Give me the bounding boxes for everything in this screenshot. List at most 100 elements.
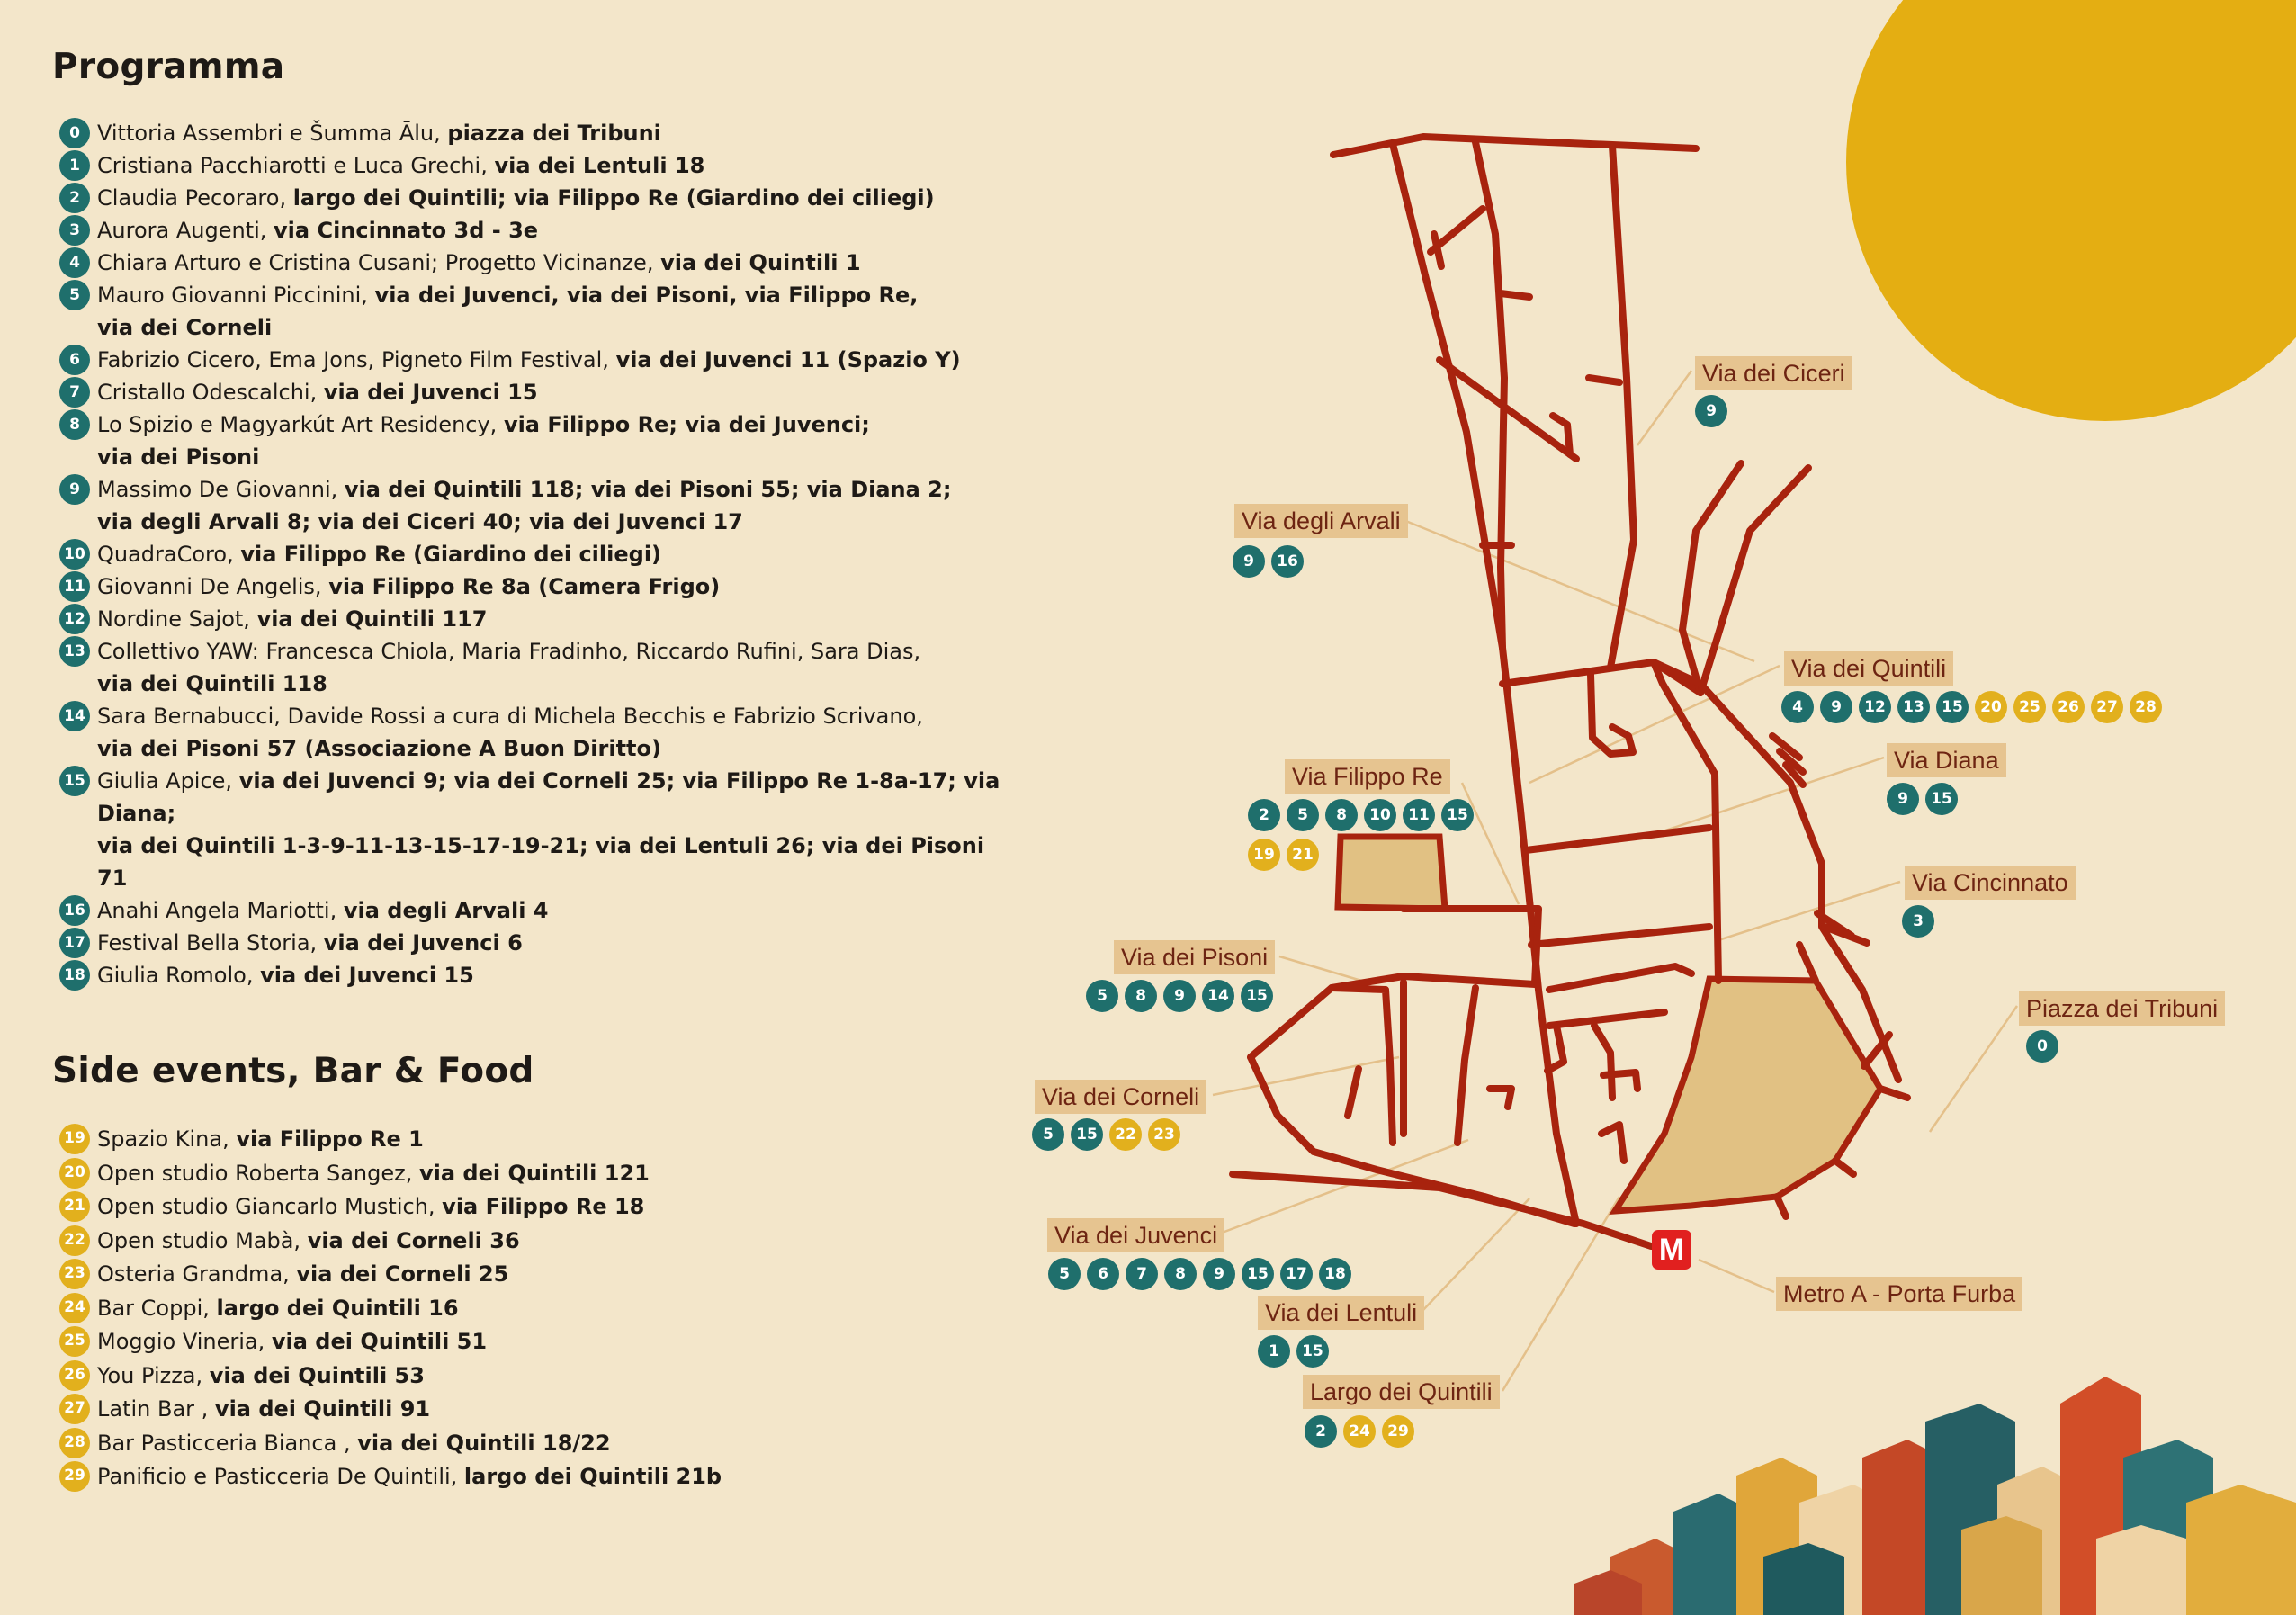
artist-name: QuadraCoro,: [97, 542, 241, 567]
location-number-badge: 26: [2052, 691, 2085, 723]
artist-name: Claudia Pecoraro,: [97, 185, 293, 211]
programma-item: 13 Collettivo YAW: Francesca Chiola, Mari…: [59, 635, 1013, 700]
programma-item-text: Anahi Angela Mariotti, via degli Arvali …: [97, 894, 1013, 927]
street-label: Via Filippo Re: [1285, 759, 1450, 794]
leader-line: [1698, 1258, 1775, 1294]
sun-illustration: [1846, 0, 2296, 421]
location-number-badge: 28: [2130, 691, 2162, 723]
programma-item-text: Festival Bella Storia, via dei Juvenci 6: [97, 927, 1013, 959]
number-badge: 28: [59, 1427, 90, 1458]
number-badge: 19: [59, 1124, 90, 1154]
location-number-badge: 24: [1343, 1415, 1376, 1448]
number-badge: 17: [59, 928, 90, 958]
venue-address: via Filippo Re 1: [236, 1126, 424, 1152]
venue-address: via dei Quintili 117: [256, 606, 488, 632]
location-number-badge: 6: [1087, 1258, 1119, 1290]
venue-address: via Filippo Re (Giardino dei ciliegi): [240, 542, 662, 567]
number-badge: 4: [59, 247, 90, 278]
location-number-badge: 19: [1248, 839, 1280, 871]
location-number-badge: 27: [2091, 691, 2123, 723]
programma-item-text: Mauro Giovanni Piccinini, via dei Juvenc…: [97, 279, 1013, 344]
side-event-text: Bar Coppi, largo dei Quintili 16: [97, 1292, 1013, 1326]
venue-address-continued: via dei Pisoni: [97, 444, 260, 470]
number-badge: 22: [59, 1225, 90, 1256]
number-badge: 13: [59, 636, 90, 667]
programma-item-text: Vittoria Assembri e Šumma Ālu, piazza de…: [97, 117, 1013, 149]
number-badge: 24: [59, 1292, 90, 1323]
leader-line: [1421, 1198, 1530, 1313]
venue-address: via dei Quintili 1: [660, 250, 861, 275]
location-number-badge: 15: [1241, 980, 1273, 1012]
number-badge: 12: [59, 604, 90, 634]
programma-item-text: Cristiana Pacchiarotti e Luca Grechi, vi…: [97, 149, 1013, 182]
number-badge: 7: [59, 377, 90, 408]
programma-item-text: Cristallo Odescalchi, via dei Juvenci 15: [97, 376, 1013, 408]
artist-name: Cristallo Odescalchi,: [97, 380, 324, 405]
street-label: Via Diana: [1887, 743, 2006, 777]
location-number-badge: 5: [1086, 980, 1118, 1012]
number-badge: 2: [59, 183, 90, 213]
street-label: Via dei Juvenci: [1047, 1218, 1225, 1252]
programma-item-text: Chiara Arturo e Cristina Cusani; Progett…: [97, 247, 1013, 279]
event-name: Spazio Kina,: [97, 1126, 237, 1152]
event-name: Osteria Grandma,: [97, 1261, 297, 1287]
venue-address: via dei Corneli 36: [307, 1227, 520, 1253]
artist-name: Vittoria Assembri e Šumma Ālu,: [97, 121, 448, 146]
programma-item-text: QuadraCoro, via Filippo Re (Giardino dei…: [97, 538, 1013, 570]
event-name: Open studio Roberta Sangez,: [97, 1160, 419, 1186]
event-name: Latin Bar ,: [97, 1396, 215, 1422]
leader-line: [1403, 518, 1755, 663]
venue-address: via degli Arvali 4: [343, 898, 549, 923]
street-badge-group: 3: [1902, 905, 1934, 938]
side-event-item: 19 Spazio Kina, via Filippo Re 1: [59, 1123, 1013, 1157]
location-number-badge: 29: [1382, 1415, 1414, 1448]
location-number-badge: 15: [1925, 783, 1958, 815]
location-number-badge: 9: [1695, 395, 1727, 427]
location-number-badge: 5: [1048, 1258, 1081, 1290]
location-number-badge: 13: [1897, 691, 1930, 723]
number-badge: 27: [59, 1394, 90, 1424]
artist-name: Cristiana Pacchiarotti e Luca Grechi,: [97, 153, 495, 178]
street-label: Via dei Pisoni: [1114, 940, 1276, 974]
location-number-badge: 11: [1403, 799, 1435, 831]
location-number-badge: 12: [1859, 691, 1891, 723]
venue-address: via Filippo Re 8a (Camera Frigo): [328, 574, 721, 599]
leader-line: [1718, 880, 1901, 942]
number-badge: 21: [59, 1191, 90, 1222]
location-number-badge: 9: [1203, 1258, 1235, 1290]
venue-address: via dei Quintili 118; via dei Pisoni 55;…: [344, 477, 952, 502]
artist-name: Massimo De Giovanni,: [97, 477, 345, 502]
event-name: Panificio e Pasticceria De Quintili,: [97, 1464, 464, 1489]
venue-address-continued: via dei Quintili 1-3-9-11-13-15-17-19-21…: [97, 833, 985, 891]
venue-address: via dei Lentuli 18: [494, 153, 705, 178]
location-number-badge: 3: [1902, 905, 1934, 938]
leader-line: [1212, 1055, 1400, 1097]
map-streets: [1229, 133, 1911, 1250]
artist-name: Collettivo YAW: Francesca Chiola, Maria …: [97, 639, 921, 664]
piazza-dei-tribuni-area: [1609, 975, 1885, 1215]
location-number-badge: 10: [1364, 799, 1396, 831]
side-event-text: Open studio Giancarlo Mustich, via Filip…: [97, 1190, 1013, 1225]
map-areas: [1334, 833, 1885, 1215]
venue-address: via Filippo Re; via dei Juvenci;: [503, 412, 870, 437]
venue-address: via dei Corneli 25: [296, 1261, 509, 1287]
street-badge-group: 9: [1695, 395, 1727, 427]
number-badge: 18: [59, 960, 90, 991]
number-badge: 11: [59, 571, 90, 602]
event-name: Bar Pasticceria Bianca ,: [97, 1430, 358, 1456]
location-number-badge: 5: [1287, 799, 1319, 831]
venue-address: via dei Quintili 91: [214, 1396, 431, 1422]
artist-name: Aurora Augenti,: [97, 218, 274, 243]
location-number-badge: 15: [1296, 1335, 1329, 1368]
